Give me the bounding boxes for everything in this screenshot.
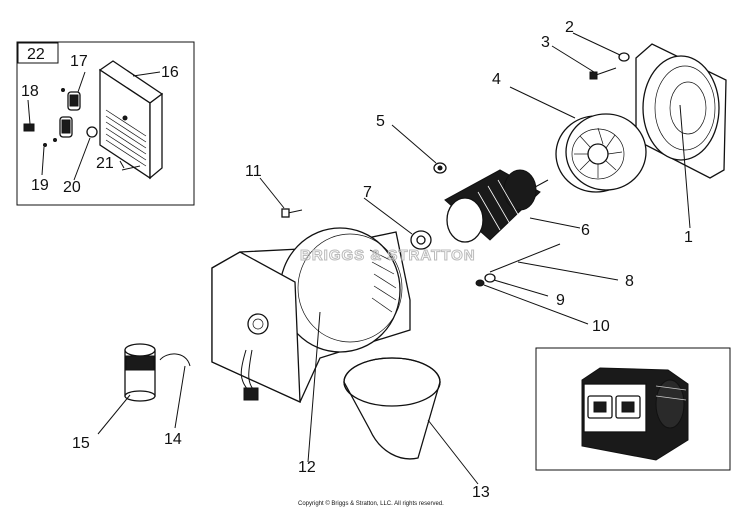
control-panel-plate <box>98 60 164 180</box>
callout-19: 19 <box>31 177 49 194</box>
cooling-fan <box>509 86 647 193</box>
callout-8: 8 <box>625 273 634 290</box>
stator-band <box>343 357 479 485</box>
lock-nut <box>475 279 589 325</box>
callout-12: 12 <box>298 459 316 476</box>
bearing <box>363 197 432 250</box>
flat-washer <box>484 273 549 297</box>
callout-6: 6 <box>581 222 590 239</box>
callout-10: 10 <box>592 318 610 335</box>
stator-housing: BRIGGS & STRATTON <box>211 227 476 463</box>
panel-screws <box>43 88 65 147</box>
callout-2: 2 <box>565 19 574 36</box>
receptacle-clip <box>23 123 35 132</box>
callout-14: 14 <box>164 431 182 448</box>
panel-mounting-screw <box>121 165 141 171</box>
kit-number-label: 22 <box>27 46 45 63</box>
copyright-notice: Copyright © Briggs & Stratton, LLC. All … <box>298 500 444 507</box>
brand-watermark: BRIGGS & STRATTON <box>300 247 476 264</box>
capacitor-clip <box>159 353 191 429</box>
callout-5: 5 <box>376 113 385 130</box>
through-bolt-long <box>489 243 619 281</box>
cover-screw <box>259 177 303 218</box>
rotor-assembly <box>444 169 581 243</box>
rear-bearing-housing <box>635 43 727 229</box>
callout-20: 20 <box>63 179 81 196</box>
callout-13: 13 <box>472 484 490 501</box>
circuit-breaker <box>86 126 98 138</box>
callout-7: 7 <box>363 184 372 201</box>
callout-17: 17 <box>70 53 88 70</box>
callout-21: 21 <box>96 155 114 172</box>
washer <box>572 32 630 62</box>
callout-4: 4 <box>492 71 501 88</box>
callout-18: 18 <box>21 83 39 100</box>
callout-3: 3 <box>541 34 550 51</box>
through-bolt-short <box>551 45 617 80</box>
callout-9: 9 <box>556 292 565 309</box>
callout-16: 16 <box>161 64 179 81</box>
callout-1: 1 <box>684 229 693 246</box>
assembled-generator-inset <box>535 347 731 471</box>
hex-nut <box>391 124 447 174</box>
control-panel-kit-inset: 22 <box>16 41 195 206</box>
capacitor <box>97 343 156 435</box>
callout-15: 15 <box>72 435 90 452</box>
receptacle-pair <box>59 91 81 138</box>
callout-11: 11 <box>245 163 262 180</box>
